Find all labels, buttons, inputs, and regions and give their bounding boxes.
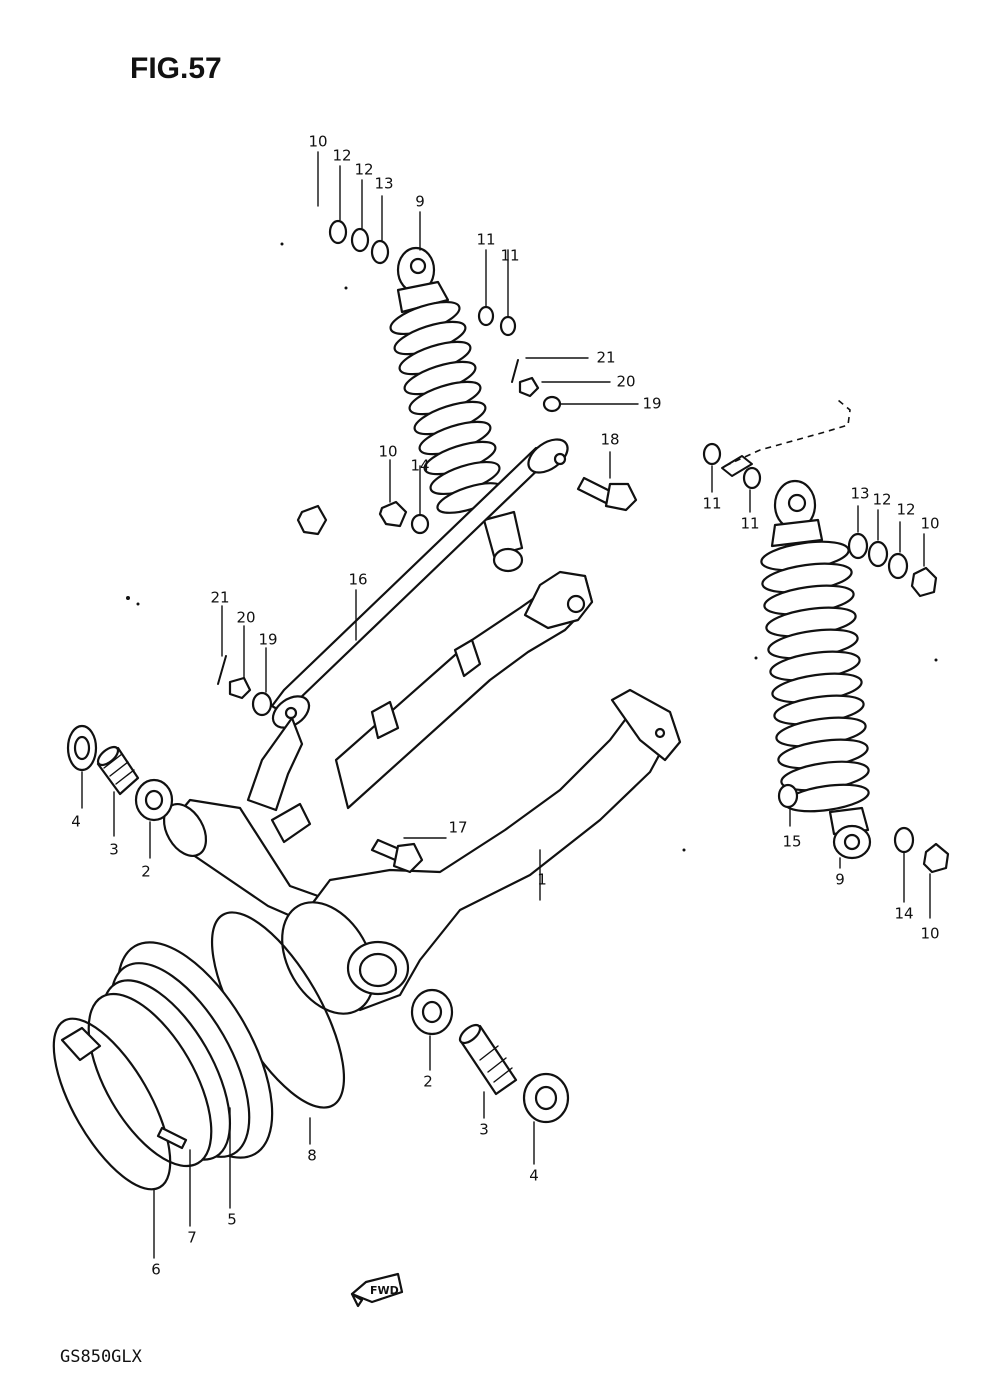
rubber-boot [87,941,274,1168]
shock-absorber-left [389,246,524,573]
washer-14-mid [410,513,430,535]
callout: 21 [210,589,229,607]
bracket-end [721,455,753,477]
callout: 5 [227,1211,237,1229]
bearing-left [134,778,174,822]
callout: 11 [500,247,519,265]
callout: 12 [332,147,351,165]
washer-12d [887,552,909,580]
scan-mark [126,596,130,600]
shock-absorber-right [760,479,872,860]
callout: 7 [187,1229,197,1247]
callout: 17 [448,819,467,837]
torque-rod [270,438,569,729]
callout: 14 [894,905,913,923]
coil-spring-right [760,540,870,813]
nut-10-mid [378,500,408,528]
callout: 15 [782,833,801,851]
washer-13-right [847,532,869,560]
bolt-18 [576,476,638,512]
callout: 14 [410,457,429,475]
callout: 13 [850,485,869,503]
callout: 8 [307,1147,317,1165]
washer-12a [328,219,348,245]
leader-lines [81,151,931,1259]
bracket-bar [724,399,851,467]
washer-11b [499,315,517,337]
washer-11d [742,466,762,490]
callout: 3 [479,1121,489,1139]
boot-clamp [52,1017,172,1191]
figure-title: FIG.57 [130,52,222,85]
washer-14-right [893,826,915,854]
scan-mark [754,656,758,660]
washer-19-left [251,691,273,717]
callout: 10 [378,443,397,461]
callout: 18 [600,431,619,449]
callout: 13 [374,175,393,193]
callout: 4 [529,1167,539,1185]
callout: 2 [141,863,151,881]
scan-mark [136,602,140,606]
callout: 16 [348,571,367,589]
scan-mark [344,286,348,290]
pivot-nut-left [66,724,98,772]
nut-10-top [296,504,328,536]
model-code: GS850GLX [60,1347,143,1367]
callout: 12 [896,501,915,519]
washer-19-top [542,395,562,413]
callout: 12 [354,161,373,179]
bearing-right [410,988,454,1036]
callout: 12 [872,491,891,509]
callout: 19 [642,395,661,413]
forward-direction-badge: FWD [350,1272,404,1308]
callout: 20 [236,609,255,627]
washer-12b [350,227,370,253]
cotter-pin-21-left [217,655,227,685]
callout: 10 [920,925,939,943]
callout-labels: 10 12 12 13 9 11 11 21 20 19 18 10 14 16… [71,133,939,1279]
pivot-shaft-left [96,745,140,796]
washer-15 [777,783,799,809]
pivot-nut-right [522,1072,570,1124]
callout: 19 [258,631,277,649]
bolt-17 [370,838,424,874]
callout: 11 [702,495,721,513]
washer-11c [702,442,722,466]
nut-20-left [228,676,252,700]
callout: 21 [596,349,615,367]
acorn-nut-10 [922,842,950,874]
washer-11a [477,305,495,327]
scan-mark [934,658,938,662]
swing-arm [162,570,682,1015]
nut-20-top [518,376,540,398]
callout: 3 [109,841,119,859]
callout: 11 [476,231,495,249]
callout: 10 [308,133,327,151]
callout: 20 [616,373,635,391]
callout: 6 [151,1261,161,1279]
washer-12c [867,540,889,568]
coil-spring-left [389,300,504,514]
nut-10-right [910,566,938,598]
callout: 10 [920,515,939,533]
callout: 9 [835,871,845,889]
callout: 2 [423,1073,433,1091]
scan-mark [280,242,284,246]
washer-13 [370,239,390,265]
fwd-text: FWD [370,1284,399,1297]
scan-mark [682,848,686,852]
callout: 11 [740,515,759,533]
callout: 9 [415,193,425,211]
cotter-pin-21-top [511,359,519,383]
clamp-screw [156,1126,188,1150]
callout: 1 [537,871,547,889]
pivot-shaft-right [458,1023,518,1096]
callout: 4 [71,813,81,831]
